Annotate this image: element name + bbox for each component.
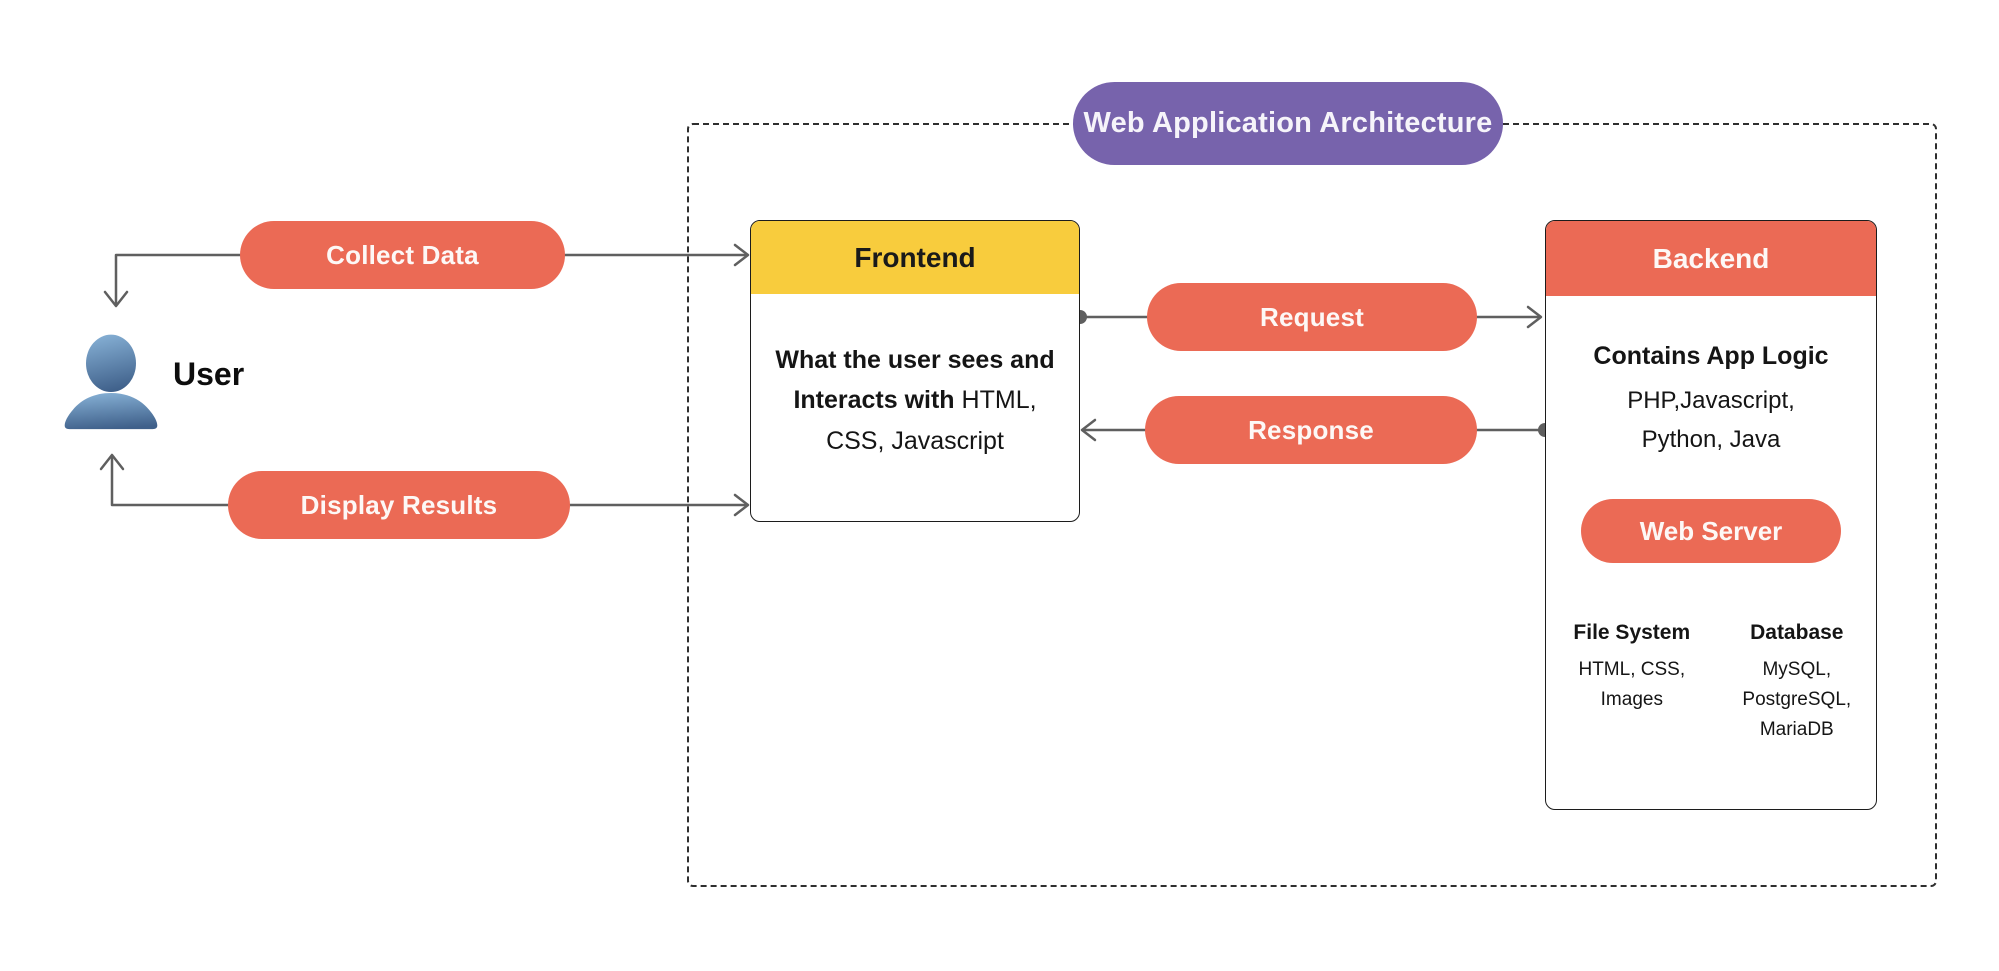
frontend-card: Frontend What the user sees and Interact…: [750, 220, 1080, 522]
arrow-display-to-user: [110, 455, 230, 507]
file-system-line: Images: [1600, 689, 1663, 710]
backend-title: Backend: [1546, 221, 1876, 296]
frontend-title: Frontend: [751, 221, 1079, 294]
file-system-line: HTML, CSS,: [1578, 659, 1686, 680]
web-server-pill: Web Server: [1581, 499, 1841, 563]
file-system-heading: File System: [1573, 621, 1691, 644]
user-label: User: [173, 356, 245, 392]
response-pill: Response: [1145, 396, 1477, 464]
app-logic-line: Python, Java: [1641, 426, 1781, 453]
user-icon: [55, 330, 167, 430]
arrowhead-down-user: [103, 290, 129, 308]
backend-card: Backend Contains App Logic PHP,Javascrip…: [1545, 220, 1877, 810]
database-line: MySQL,: [1762, 659, 1832, 680]
frontend-description-rest: HTML, CSS, Javascript: [826, 386, 1037, 455]
frontend-description: What the user sees and Interacts with HT…: [771, 340, 1059, 462]
request-pill: Request: [1147, 283, 1477, 351]
backend-columns: File System HTML, CSS, Images Database M…: [1546, 621, 1876, 745]
collect-data-pill: Collect Data: [240, 221, 565, 289]
display-results-pill: Display Results: [228, 471, 570, 539]
database-line: MariaDB: [1759, 719, 1834, 740]
frontend-body: What the user sees and Interacts with HT…: [751, 294, 1079, 521]
arrowhead-up-user: [99, 453, 125, 471]
diagram-title: Web Application Architecture: [1073, 82, 1503, 165]
database-line: PostgreSQL,: [1742, 689, 1852, 710]
app-logic-heading: Contains App Logic: [1593, 342, 1829, 370]
file-system-column: File System HTML, CSS, Images: [1546, 621, 1718, 745]
database-heading: Database: [1750, 621, 1844, 644]
frontend-description-bold: What the user sees and Interacts with: [775, 345, 1055, 415]
database-column: Database MySQL, PostgreSQL, MariaDB: [1718, 621, 1876, 745]
app-logic-line: PHP,Javascript,: [1627, 387, 1795, 414]
backend-body: Contains App Logic PHP,Javascript, Pytho…: [1546, 296, 1876, 809]
arrow-collect-to-user: [114, 253, 242, 306]
